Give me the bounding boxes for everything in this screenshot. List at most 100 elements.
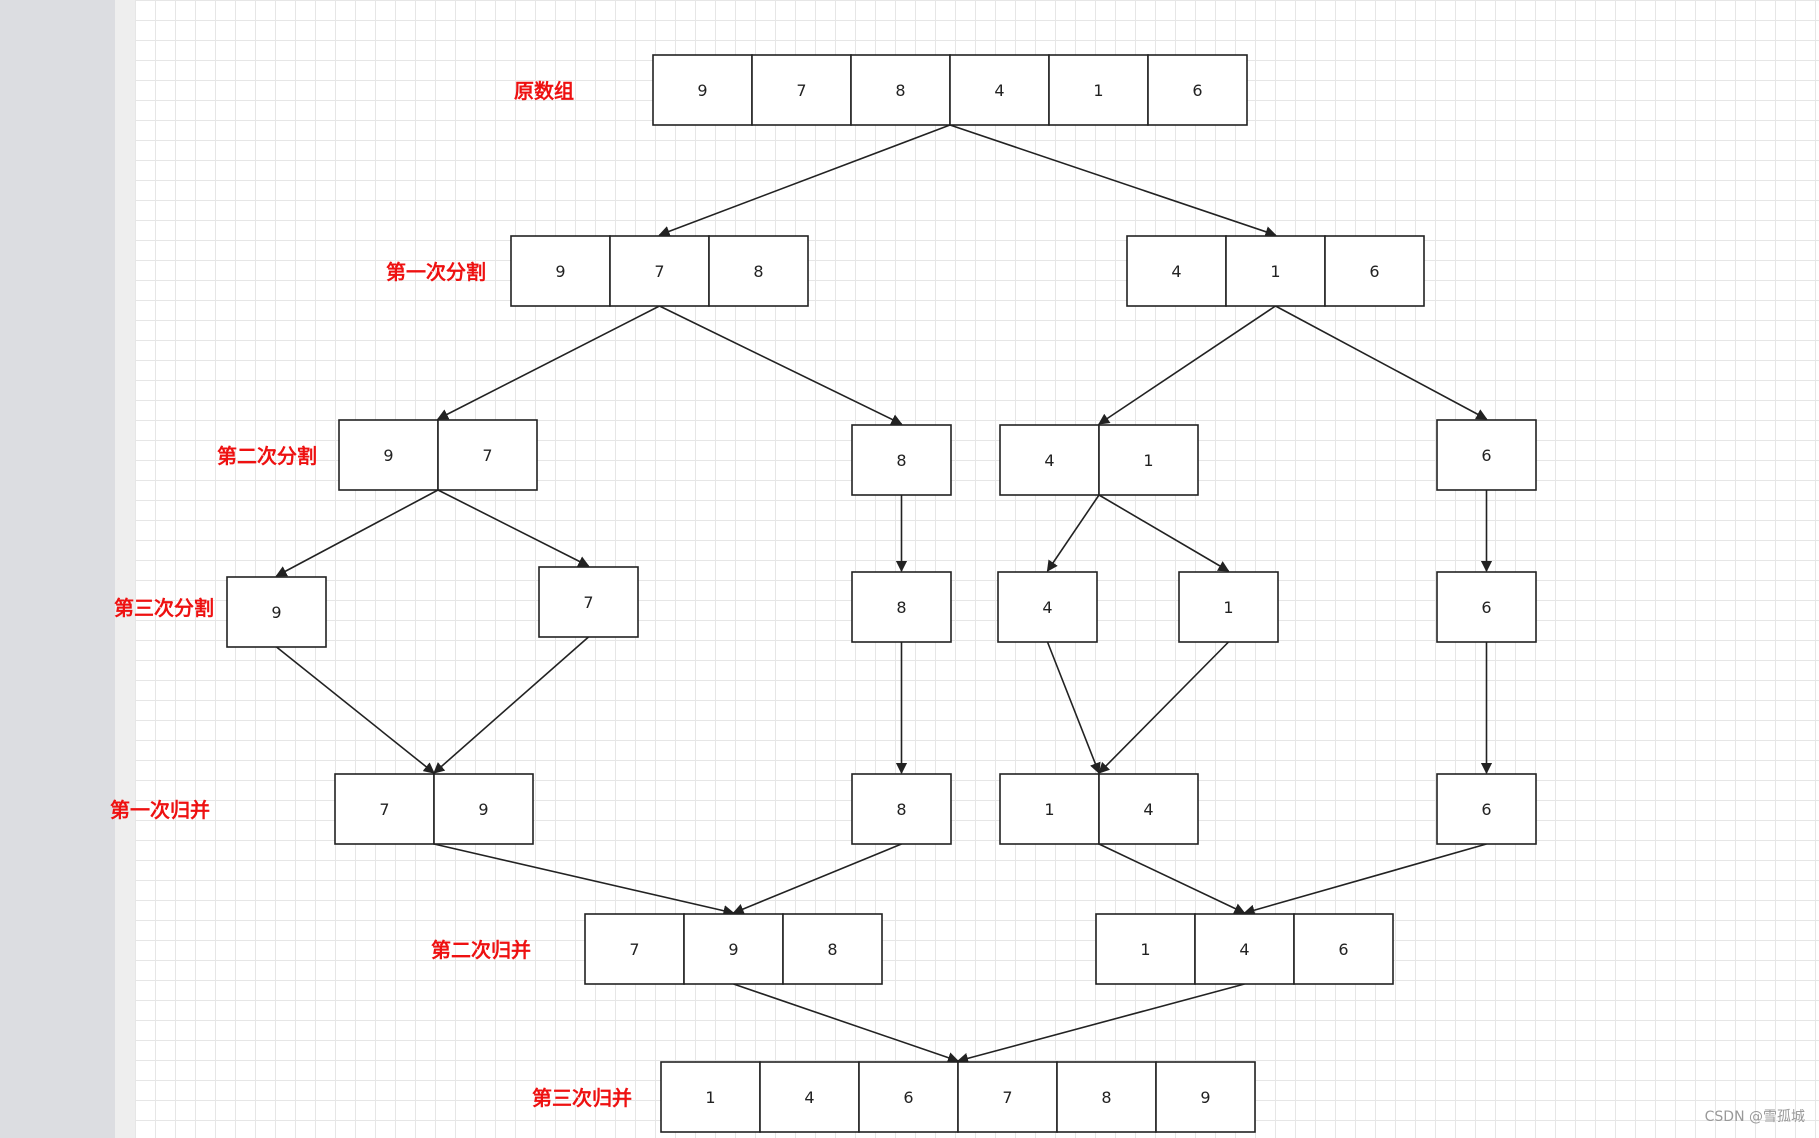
array-cell-value: 8 xyxy=(896,451,906,470)
array-cell-value: 7 xyxy=(379,800,389,819)
edge-m2b-m3a xyxy=(956,983,1245,1064)
array-cell-value: 4 xyxy=(1239,940,1249,959)
grid-canvas xyxy=(135,0,1819,1138)
array-cell-value: 7 xyxy=(482,446,492,465)
array-node-s3b: 7 xyxy=(538,566,639,638)
array-cell-value: 6 xyxy=(1481,598,1491,617)
array-cell xyxy=(957,1061,1058,1133)
array-cell xyxy=(1436,419,1537,491)
array-cell xyxy=(609,235,710,307)
array-cell-value: 4 xyxy=(1042,598,1052,617)
edge-s1b-s2d xyxy=(1275,305,1488,420)
array-cell-value: 1 xyxy=(1044,800,1054,819)
level-label-original: 原数组 xyxy=(514,79,574,103)
array-cell-value: 4 xyxy=(1044,451,1054,470)
edge-n0-s1a xyxy=(658,124,951,237)
array-cell xyxy=(1436,773,1537,845)
edge-s1b-s2c xyxy=(1098,305,1276,425)
array-node-s3f: 6 xyxy=(1436,571,1537,643)
array-node-s3c: 8 xyxy=(851,571,952,643)
array-cell xyxy=(999,773,1100,845)
array-cell xyxy=(1194,913,1295,985)
array-cell xyxy=(1056,1061,1157,1133)
level-label-merge1: 第一次归并 xyxy=(110,798,210,822)
array-cell-value: 1 xyxy=(705,1088,715,1107)
array-cell xyxy=(782,913,883,985)
array-node-s2b: 8 xyxy=(851,424,952,496)
array-cell xyxy=(1436,571,1537,643)
edge-m1a-m2a xyxy=(433,843,735,917)
array-cell xyxy=(1147,54,1248,126)
level-label-merge2: 第二次归并 xyxy=(431,938,531,962)
edge-m2a-m3a xyxy=(733,983,960,1064)
array-node-s3d: 4 xyxy=(997,571,1098,643)
array-cell xyxy=(660,1061,761,1133)
array-node-m1d: 6 xyxy=(1436,773,1537,845)
array-cell xyxy=(338,419,439,491)
edge-m1d-m2b xyxy=(1243,843,1487,916)
array-cell xyxy=(851,424,952,496)
array-cell xyxy=(226,576,327,648)
left-sidebar xyxy=(0,0,115,1138)
array-cell-value: 1 xyxy=(1270,262,1280,281)
level-label-split1: 第一次分割 xyxy=(386,260,486,284)
array-cell-value: 1 xyxy=(1223,598,1233,617)
array-cell-value: 6 xyxy=(1481,800,1491,819)
array-cell-value: 8 xyxy=(1101,1088,1111,1107)
array-cell-value: 6 xyxy=(1369,262,1379,281)
edge-s3e-m1c xyxy=(1098,641,1230,774)
edge-m1b-m2a xyxy=(732,843,902,915)
array-cell xyxy=(1098,424,1199,496)
edge-s2a-s3a xyxy=(275,489,439,577)
array-cell-value: 6 xyxy=(1192,81,1202,100)
array-cell xyxy=(1178,571,1279,643)
edge-s1a-s2a xyxy=(437,305,660,420)
edge-s2a-s3b xyxy=(437,489,590,567)
array-cell-value: 6 xyxy=(1481,446,1491,465)
array-cell xyxy=(759,1061,860,1133)
array-cell-value: 4 xyxy=(994,81,1004,100)
array-cell-value: 8 xyxy=(753,262,763,281)
array-cell-value: 8 xyxy=(895,81,905,100)
array-cell-value: 9 xyxy=(697,81,707,100)
edge-m1c-m2b xyxy=(1098,843,1246,914)
array-cell xyxy=(851,773,952,845)
array-cell xyxy=(1048,54,1149,126)
array-cell xyxy=(538,566,639,638)
level-label-split3: 第三次分割 xyxy=(114,596,214,620)
array-node-s2d: 6 xyxy=(1436,419,1537,491)
array-cell-value: 7 xyxy=(654,262,664,281)
array-cell-value: 6 xyxy=(903,1088,913,1107)
level-label-merge3: 第三次归并 xyxy=(532,1086,632,1110)
array-cell xyxy=(652,54,753,126)
level-label-split2: 第二次分割 xyxy=(217,444,317,468)
array-cell xyxy=(1293,913,1394,985)
array-cell xyxy=(584,913,685,985)
array-cell-value: 4 xyxy=(804,1088,814,1107)
array-cell-value: 9 xyxy=(478,800,488,819)
array-cell-value: 8 xyxy=(827,940,837,959)
edge-n0-s1b xyxy=(949,124,1277,238)
array-cell xyxy=(1155,1061,1256,1133)
edge-s1a-s2b xyxy=(659,305,903,425)
array-cell xyxy=(851,571,952,643)
array-cell-value: 8 xyxy=(896,800,906,819)
array-cell xyxy=(1225,235,1326,307)
array-node-s3a: 9 xyxy=(226,576,327,648)
array-cell xyxy=(708,235,809,307)
sidebar-edge xyxy=(115,0,135,1138)
array-cell-value: 6 xyxy=(1338,940,1348,959)
array-cell-value: 7 xyxy=(629,940,639,959)
array-cell-value: 7 xyxy=(796,81,806,100)
